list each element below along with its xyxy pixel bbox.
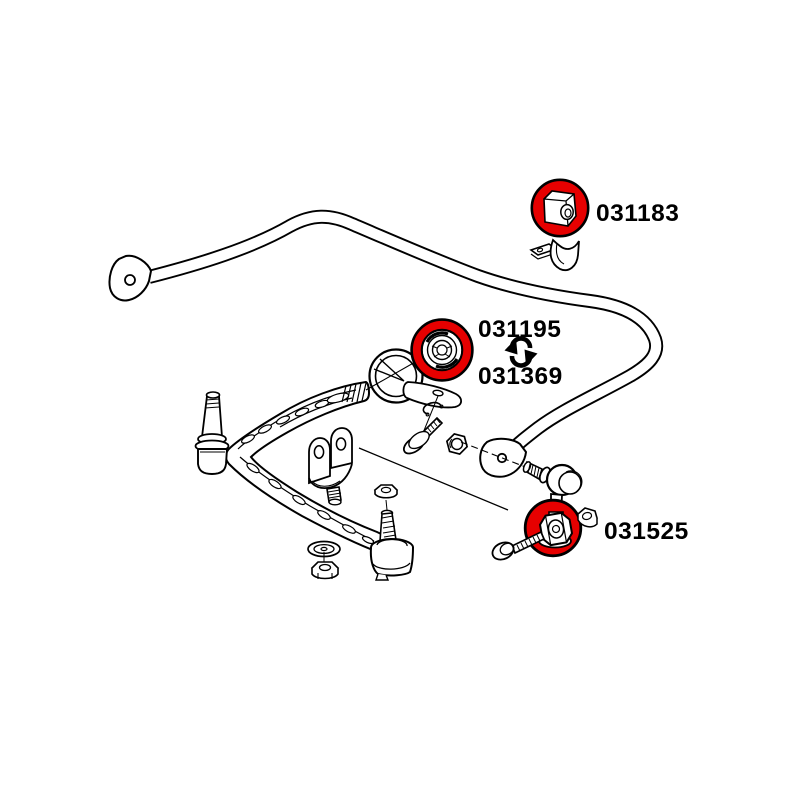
inner-bj-housing: [369, 538, 415, 577]
small-nut-arc: [449, 438, 453, 449]
inner-bj-housing-lines: [372, 538, 411, 570]
label-031525: 031525: [604, 518, 689, 545]
inner-bj-axis: [385, 499, 388, 511]
arm-slot: [258, 424, 272, 434]
carrier-paddle-slot: [432, 389, 444, 397]
highlight-ring-inner-edge: [420, 328, 464, 372]
bushing-bore-inner: [436, 344, 448, 356]
ball-joint-stud: [200, 395, 223, 438]
clevis-base: [308, 463, 353, 490]
bushing-carrier: [365, 348, 463, 409]
bolt-circlip-nut-cluster: [402, 395, 469, 456]
drop-link-lower-nut: [538, 511, 574, 547]
control-arm-lightening-slots: [241, 392, 375, 545]
clevis-base-line: [311, 480, 341, 487]
arm-slot: [317, 510, 331, 520]
bushing-face-ring: [426, 334, 458, 366]
clevis-stud-threads: [327, 489, 342, 499]
swap-arrows-icon: [504, 336, 538, 368]
inner-bj-foot: [375, 573, 390, 581]
ball-joint-stud-threads: [204, 398, 220, 409]
small-bolt-threads: [423, 417, 441, 436]
link-bolt-head-face: [499, 542, 515, 556]
swap-arrow-bottom-head: [524, 349, 538, 366]
clamp-bushing-bore-inner: [564, 208, 572, 218]
arm-slot: [241, 434, 255, 444]
circlip: [422, 401, 442, 415]
bar-clamp-bushing-assembly: [529, 178, 590, 271]
arm-barrel-threads: [341, 382, 367, 403]
clevis-front-hole: [313, 445, 325, 459]
clamp-strap-line: [555, 242, 565, 265]
inner-bj-nut-bore: [380, 486, 392, 494]
link-bolt-threads: [516, 534, 541, 552]
part-labels: 031183 031195 031369 031525: [478, 200, 689, 545]
ball-joint-stud-tip: [205, 391, 221, 399]
clevis-rear-hole: [335, 437, 347, 451]
nut-side: [311, 568, 339, 580]
arm-slot: [292, 494, 306, 506]
long-leader-line: [358, 447, 509, 511]
highlight-ring-outer-edge: [410, 318, 474, 382]
bushing-bore: [431, 339, 453, 361]
arm-slot: [268, 478, 282, 490]
washer-and-nut: [307, 540, 341, 580]
circlip-ear: [425, 412, 430, 417]
sway-bar-left-eye-hole: [124, 274, 136, 286]
clevis-stud-tip: [328, 498, 342, 506]
inner-ball-joint: [369, 484, 415, 581]
washer-hole: [320, 546, 328, 552]
clevis-front-prong: [308, 437, 331, 485]
clevis-bracket: [308, 427, 353, 506]
nut-bore: [318, 563, 332, 572]
arm-bushing-assembly: [410, 318, 474, 382]
drop-link-nut-bore-inner: [551, 524, 561, 534]
leader-lines: [358, 441, 529, 511]
bushing-spokes: [431, 345, 453, 358]
inner-bj-stud-threads: [381, 515, 397, 538]
circlip-ear: [439, 404, 444, 409]
drop-link-dome: [558, 471, 582, 495]
label-031183: 031183: [596, 200, 679, 227]
drop-link-stud-threads: [527, 463, 540, 478]
inner-bj-nut-side: [374, 490, 398, 499]
drop-link-assembly: [491, 460, 598, 561]
drop-link-nut-bore: [547, 519, 565, 539]
swap-arrow-top-head: [504, 338, 518, 355]
nut-facets: [317, 573, 333, 579]
small-bolt-head-face: [408, 430, 430, 450]
sway-bar-tube-fill: [147, 211, 662, 455]
drop-link-dome-arc: [565, 470, 583, 492]
bushing-kidney-slots: [425, 331, 459, 369]
outer-ball-joint: [194, 391, 230, 475]
dashed-axis-line: [460, 441, 529, 469]
drop-link-nut-body: [538, 511, 574, 547]
arm-slot: [275, 415, 291, 425]
arm-slot: [246, 462, 260, 474]
control-arm: [224, 380, 391, 555]
carrier-ring-creases: [373, 358, 405, 382]
carrier-paddle: [402, 381, 463, 409]
clamp-ear-hole: [536, 247, 544, 253]
arm-slot: [294, 407, 310, 417]
highlight-ring-031195: [411, 319, 473, 381]
link-nut-bore: [581, 511, 593, 521]
ball-joint-housing-lines: [200, 451, 225, 475]
carrier-ring-inner: [374, 354, 418, 398]
sway-bar: [108, 209, 664, 478]
small-nut-bore: [450, 437, 464, 451]
clamp-strap: [549, 238, 580, 271]
arm-slot: [342, 524, 356, 534]
